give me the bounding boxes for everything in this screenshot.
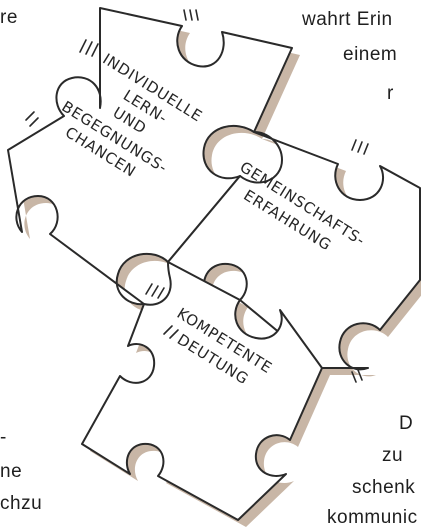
right-text-fragment-3: r <box>387 83 394 104</box>
right-text-fragment-5: zu <box>382 445 404 466</box>
right-text-fragment-6: schenk <box>352 477 416 498</box>
left-text-fragment-2: ne <box>0 461 23 482</box>
hatch-marks <box>25 9 369 383</box>
right-text-fragment-7: kommunic <box>327 507 418 528</box>
left-text-fragment-1: - <box>0 427 7 448</box>
right-text-fragment-1: wahrt Erin <box>302 9 393 30</box>
left-text-fragment-3: chzu <box>0 493 43 514</box>
right-text-fragment-4: D <box>399 413 414 434</box>
left-text-fragment-top: re <box>0 7 18 28</box>
right-text-fragment-2: einem <box>343 44 398 65</box>
